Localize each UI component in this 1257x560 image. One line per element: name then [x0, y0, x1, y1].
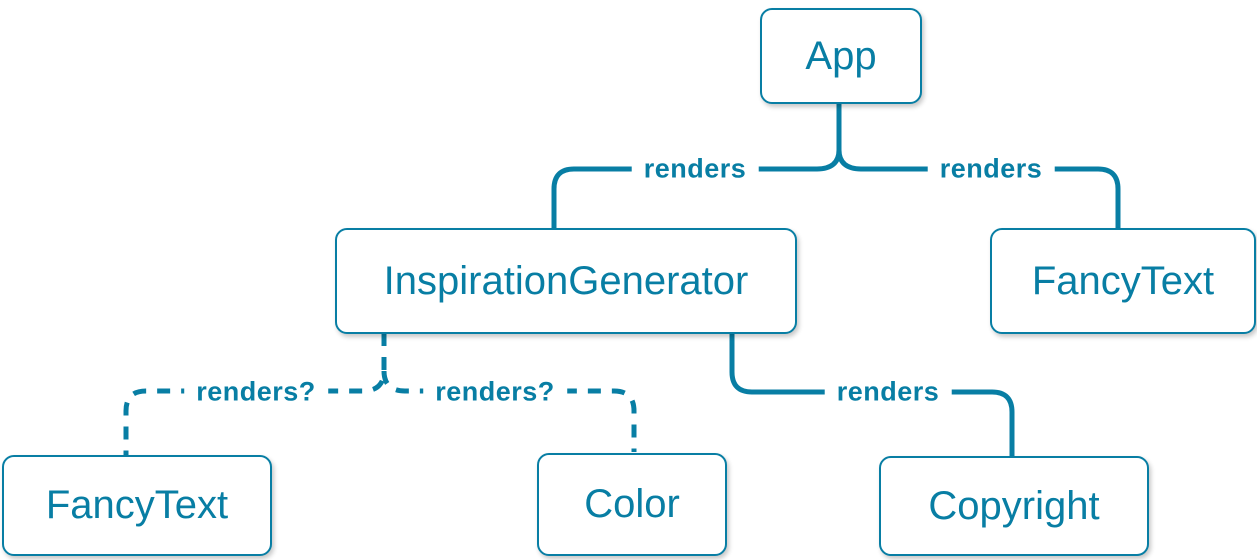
edge-label-inspirationgenerator-fancytext: renders? [184, 374, 328, 410]
node-inspiration-generator-label: InspirationGenerator [383, 258, 749, 303]
node-fancy-text-top-label: FancyText [1031, 258, 1215, 303]
edge-inspirationgenerator-to-color-dashed-line [381, 370, 637, 452]
edge-app-to-fancytext-line [836, 147, 1121, 232]
node-app-label: App [805, 33, 877, 78]
node-inspiration-generator: InspirationGenerator [335, 228, 797, 334]
node-fancy-text-top: FancyText [990, 228, 1256, 334]
node-color: Color [537, 453, 727, 556]
edge-label-app-fancytext: renders [927, 151, 1055, 187]
node-fancy-text-bottom: FancyText [2, 455, 272, 556]
node-copyright: Copyright [879, 456, 1149, 556]
edge-label-inspirationgenerator-copyright: renders [824, 374, 952, 410]
node-color-label: Color [584, 482, 680, 526]
edge-label-app-inspirationgenerator: renders [631, 151, 759, 187]
node-app: App [760, 8, 922, 104]
node-copyright-label: Copyright [928, 483, 1100, 528]
node-fancy-text-bottom-label: FancyText [45, 483, 229, 527]
edge-label-inspirationgenerator-color: renders? [423, 374, 567, 410]
